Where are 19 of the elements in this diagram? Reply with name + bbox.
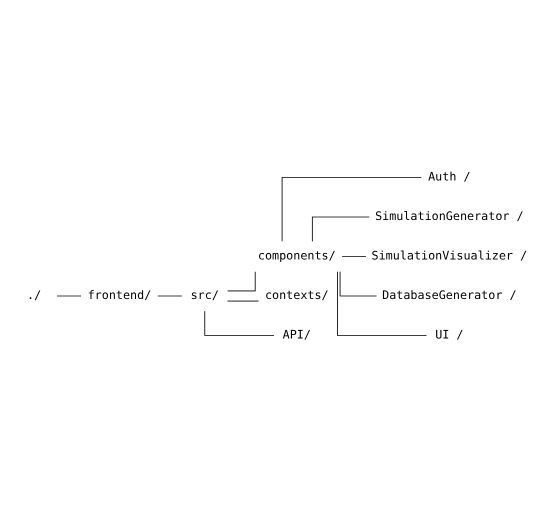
connector <box>340 271 377 296</box>
node-text: SimulationVisualizer / <box>372 248 528 263</box>
node-text: ./ <box>27 288 42 302</box>
connector <box>342 256 366 257</box>
connector <box>227 300 259 302</box>
connector <box>204 310 274 336</box>
node-text: contexts/ <box>264 288 329 302</box>
node-text: UI / <box>435 328 464 342</box>
connector <box>312 216 370 242</box>
node-text: components/ <box>258 248 336 263</box>
node-text: src/ <box>190 288 219 302</box>
connector <box>282 177 422 242</box>
node-text: SimulationGenerator / <box>375 209 524 224</box>
connector <box>337 271 427 336</box>
node-text: Auth / <box>428 170 471 184</box>
connector <box>227 271 256 292</box>
node-text: frontend/ <box>88 288 152 302</box>
node-text: DatabaseGenerator / <box>382 288 517 302</box>
node-text: API/ <box>282 328 311 342</box>
